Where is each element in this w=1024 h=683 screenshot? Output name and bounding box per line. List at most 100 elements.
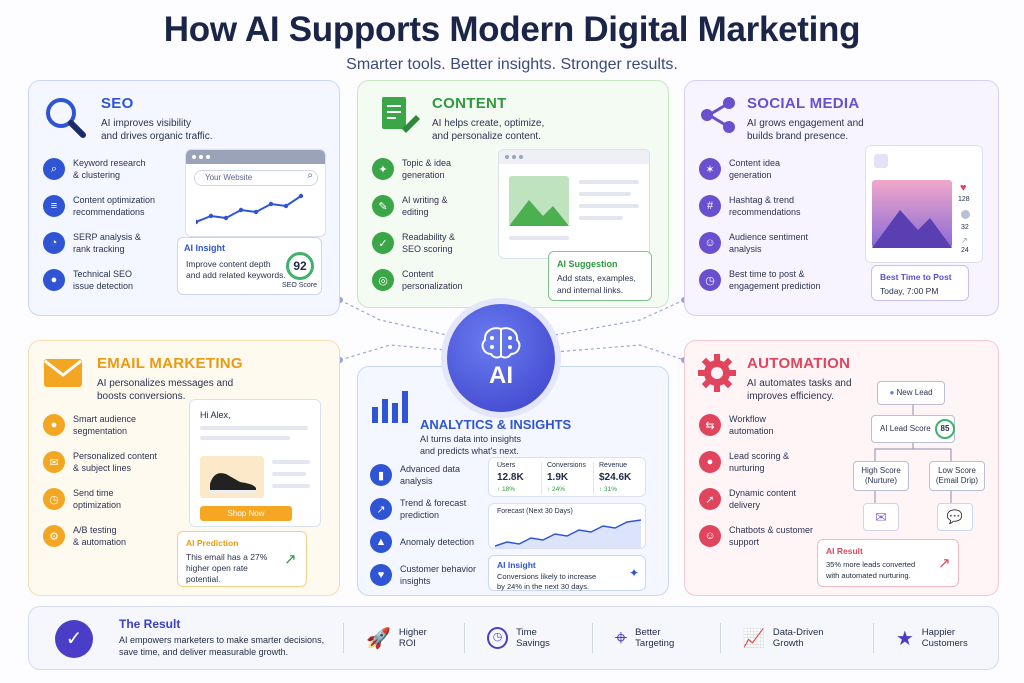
content-title: CONTENT bbox=[432, 95, 507, 112]
forecast-card: Forecast (Next 30 Days) bbox=[488, 503, 646, 549]
document-check-icon: ✓ bbox=[372, 232, 394, 254]
kpi-delta: ↑ 24% bbox=[547, 486, 566, 493]
list-item: ●Lead scoring &nurturing bbox=[699, 450, 813, 474]
kpi-delta: ↑ 18% bbox=[497, 486, 516, 493]
bar-chart-icon bbox=[372, 391, 408, 423]
ai-insight-title: AI Insight bbox=[184, 243, 225, 253]
lightbulb-icon: ✦ bbox=[372, 158, 394, 180]
social-title: SOCIAL MEDIA bbox=[747, 95, 860, 112]
ai-prediction-card: AI Prediction This email has a 27% highe… bbox=[177, 531, 307, 587]
analytics-insight-card: AI Insight Conversions likely to increas… bbox=[488, 555, 646, 591]
arrow-up-right-icon: ↗ bbox=[938, 555, 951, 572]
social-post-mockup: ♥ 128 32 ↗ 24 bbox=[865, 145, 983, 263]
page-title: How AI Supports Modern Digital Marketing bbox=[163, 10, 861, 49]
shoe-image bbox=[200, 456, 264, 498]
sparkle-icon: ✦ bbox=[629, 566, 640, 580]
benefit-happier-customers: ★Happier Customers bbox=[895, 627, 968, 650]
ai-insight-title: AI Insight bbox=[497, 560, 536, 570]
seo-panel: SEO AI improves visibility and drives or… bbox=[28, 80, 340, 316]
seo-feature-list: ⌕Keyword research& clustering ≡Content o… bbox=[43, 157, 155, 292]
email-greeting: Hi Alex, bbox=[200, 410, 231, 420]
sentiment-icon: ☺ bbox=[699, 232, 721, 254]
social-panel: SOCIAL MEDIA AI grows engagement and bui… bbox=[684, 80, 999, 316]
workflow-icon: ⇆ bbox=[699, 414, 721, 436]
brain-circuit-icon bbox=[481, 327, 521, 359]
image-placeholder-icon bbox=[509, 176, 569, 226]
benefit-data-driven-growth: 📈Data-Driven Growth bbox=[742, 627, 824, 649]
mail-icon: ✉ bbox=[43, 451, 65, 473]
list-item: ✉Personalized content& subject lines bbox=[43, 450, 157, 474]
best-time-card: Best Time to Post Today, 7:00 PM bbox=[871, 265, 969, 301]
flow-node-high-score: High Score(Nurture) bbox=[853, 461, 909, 491]
share-count-icon[interactable]: ↗ bbox=[961, 236, 968, 245]
result-title: The Result bbox=[119, 617, 181, 631]
social-desc-1: AI grows engagement and bbox=[747, 118, 864, 129]
forecast-label: Forecast (Next 30 Days) bbox=[497, 508, 573, 515]
rocket-icon: ➚ bbox=[699, 488, 721, 510]
clock-icon: ◷ bbox=[487, 627, 509, 649]
clock-icon: ◷ bbox=[43, 488, 65, 510]
shop-now-button[interactable]: Shop Now bbox=[200, 506, 292, 521]
list-item: ◷Best time to post &engagement predictio… bbox=[699, 268, 821, 292]
website-search-input[interactable]: Your Website bbox=[194, 170, 318, 186]
analytics-panel: ANALYTICS & INSIGHTS AI turns data into … bbox=[357, 366, 669, 596]
result-bar: ✓ The Result AI empowers marketers to ma… bbox=[28, 606, 999, 670]
analytics-desc-1: AI turns data into insights bbox=[420, 434, 522, 444]
benefit-better-targeting: ⌖Better Targeting bbox=[614, 625, 675, 650]
insight-text-2: and add related keywords. bbox=[186, 270, 286, 280]
lead-score-value: 85 bbox=[935, 419, 955, 439]
likes-count: 128 bbox=[958, 196, 970, 203]
chatbot-icon: ☺ bbox=[699, 525, 721, 547]
best-time-title: Best Time to Post bbox=[880, 272, 952, 282]
content-panel: CONTENT AI helps create, optimize, and p… bbox=[357, 80, 669, 308]
pencil-icon: ✎ bbox=[372, 195, 394, 217]
radar-icon: ◔ bbox=[43, 232, 65, 254]
ai-suggestion-card: AI Suggestion Add stats, examples, and i… bbox=[548, 251, 652, 301]
insight-text-1: Conversions likely to increase bbox=[497, 572, 597, 581]
sparkle-icon: ✶ bbox=[699, 158, 721, 180]
prediction-text-3: potential. bbox=[186, 574, 221, 584]
group-icon: ● bbox=[43, 414, 65, 436]
seo-score-label: SEO Score bbox=[282, 282, 318, 289]
shares-count: 24 bbox=[961, 247, 969, 254]
page-subtitle: Smarter tools. Better insights. Stronger… bbox=[346, 56, 678, 73]
email-desc-2: boosts conversions. bbox=[97, 391, 186, 402]
content-editor-mockup bbox=[498, 149, 650, 259]
trend-icon: ↗ bbox=[370, 498, 392, 520]
seo-score-value: 92 bbox=[286, 252, 314, 280]
clock-icon: ◷ bbox=[699, 269, 721, 291]
data-bars-icon: ▮ bbox=[370, 464, 392, 486]
ai-result-card: AI Result 35% more leads converted with … bbox=[817, 539, 959, 587]
nurture-mail-icon: ✉ bbox=[863, 503, 899, 531]
ai-hub-label: AI bbox=[489, 362, 513, 389]
flow-node-low-score: Low Score(Email Drip) bbox=[929, 461, 985, 491]
list-item: ✓Readability &SEO scoring bbox=[372, 231, 463, 255]
comment-icon[interactable] bbox=[961, 210, 970, 219]
hashtag-icon: # bbox=[699, 195, 721, 217]
automation-desc-2: improves efficiency. bbox=[747, 391, 834, 402]
email-desc-1: AI personalizes messages and bbox=[97, 378, 234, 389]
post-image bbox=[872, 180, 952, 248]
benefits-row: 🚀Higher ROI ◷Time Savings ⌖Better Target… bbox=[343, 623, 998, 653]
warning-icon: ▲ bbox=[370, 531, 392, 553]
best-time-value: Today, 7:00 PM bbox=[880, 286, 939, 296]
ai-suggestion-title: AI Suggestion bbox=[557, 259, 618, 269]
insight-text-2: by 24% in the next 30 days. bbox=[497, 582, 590, 591]
kpi-value: 1.9K bbox=[547, 472, 569, 483]
share-icon bbox=[701, 97, 735, 133]
growth-chart-icon: 📈 bbox=[742, 627, 765, 648]
kpi-delta: ↑ 31% bbox=[599, 486, 618, 493]
heart-icon[interactable]: ♥ bbox=[960, 182, 967, 194]
